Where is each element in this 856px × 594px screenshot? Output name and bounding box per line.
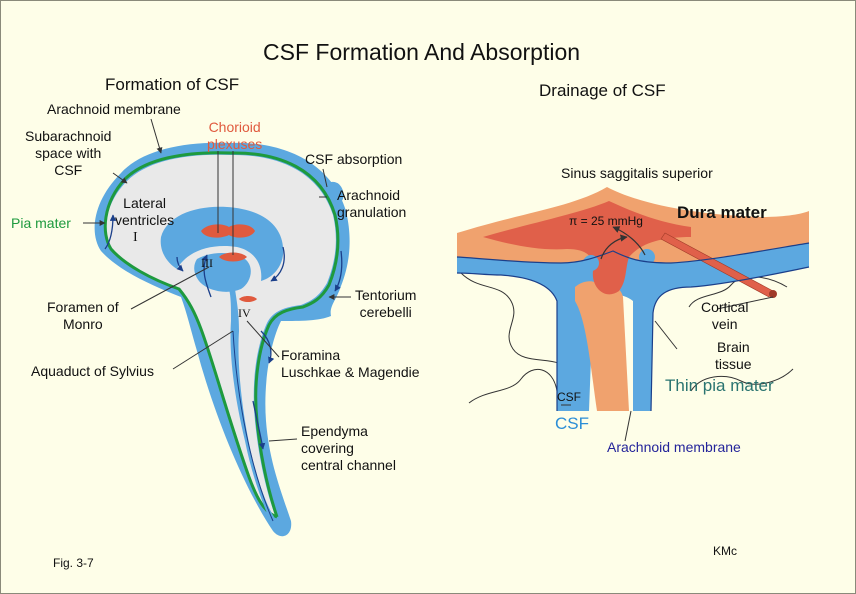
cortical-vein-label: Cortical vein xyxy=(701,299,749,332)
falx-shape xyxy=(575,281,629,411)
ventricle-four-label: IV xyxy=(238,306,251,320)
csf-small-label: CSF xyxy=(557,390,581,404)
page-title: CSF Formation And Absorption xyxy=(263,39,581,65)
aquaduct-label: Aquaduct of Sylvius xyxy=(31,363,154,379)
lateral-ventricles-label: Lateral ventricles xyxy=(115,195,175,228)
tentorium-label: Tentorium cerebelli xyxy=(355,287,417,320)
third-ventricle-shape xyxy=(194,253,251,292)
ventricle-three-label: III xyxy=(201,256,213,270)
pia-mater-line xyxy=(123,151,340,518)
brain-outline xyxy=(94,142,350,537)
chorioid-plexus-fourth xyxy=(239,296,257,302)
thin-pia-mater-label: Thin pia mater xyxy=(665,376,774,395)
cortical-vein-shape xyxy=(660,232,774,298)
foramen-monro-label: Foramen of Monro xyxy=(47,299,119,332)
ventricle-one-label: I xyxy=(133,230,138,245)
central-channel-shape xyxy=(229,289,277,527)
lateral-ventricle-shape xyxy=(160,206,284,281)
pressure-label: π = 25 mmHg xyxy=(569,214,643,228)
chorioid-plexus-third xyxy=(219,252,247,262)
dura-mater-label: Dura mater xyxy=(677,203,767,222)
arachnoid-membrane-label: Arachnoid membrane xyxy=(47,101,181,117)
figure-number: Fig. 3-7 xyxy=(53,556,94,570)
left-leader-lines xyxy=(83,118,351,442)
chorioid-plexuses-label: Chorioid plexuses xyxy=(207,119,263,152)
formation-heading: Formation of CSF xyxy=(105,75,240,94)
ependyma-label: Ependyma covering central channel xyxy=(301,423,396,473)
chorioid-plexus-lateral xyxy=(201,224,255,238)
sinus-shape xyxy=(483,201,691,295)
brain-tissue-label: Brain tissue xyxy=(715,339,752,372)
drainage-illustration xyxy=(456,187,810,442)
arachnoid-membrane-right-label: Arachnoid membrane xyxy=(607,439,741,455)
subarachnoid-space-label: Subarachnoid space with CSF xyxy=(25,128,112,178)
csf-large-label: CSF xyxy=(555,414,589,433)
csf-absorption-label: CSF absorption xyxy=(305,151,403,167)
foramina-label: Foramina Luschkae & Magendie xyxy=(281,347,420,380)
pia-mater-label: Pia mater xyxy=(11,215,71,231)
sinus-label: Sinus saggitalis superior xyxy=(561,165,713,181)
drainage-heading: Drainage of CSF xyxy=(539,81,666,100)
csf-layer-shape xyxy=(457,243,809,411)
arachnoid-granulation-label: Arachnoid granulation xyxy=(337,187,407,220)
author-initials: KMc xyxy=(713,544,737,558)
